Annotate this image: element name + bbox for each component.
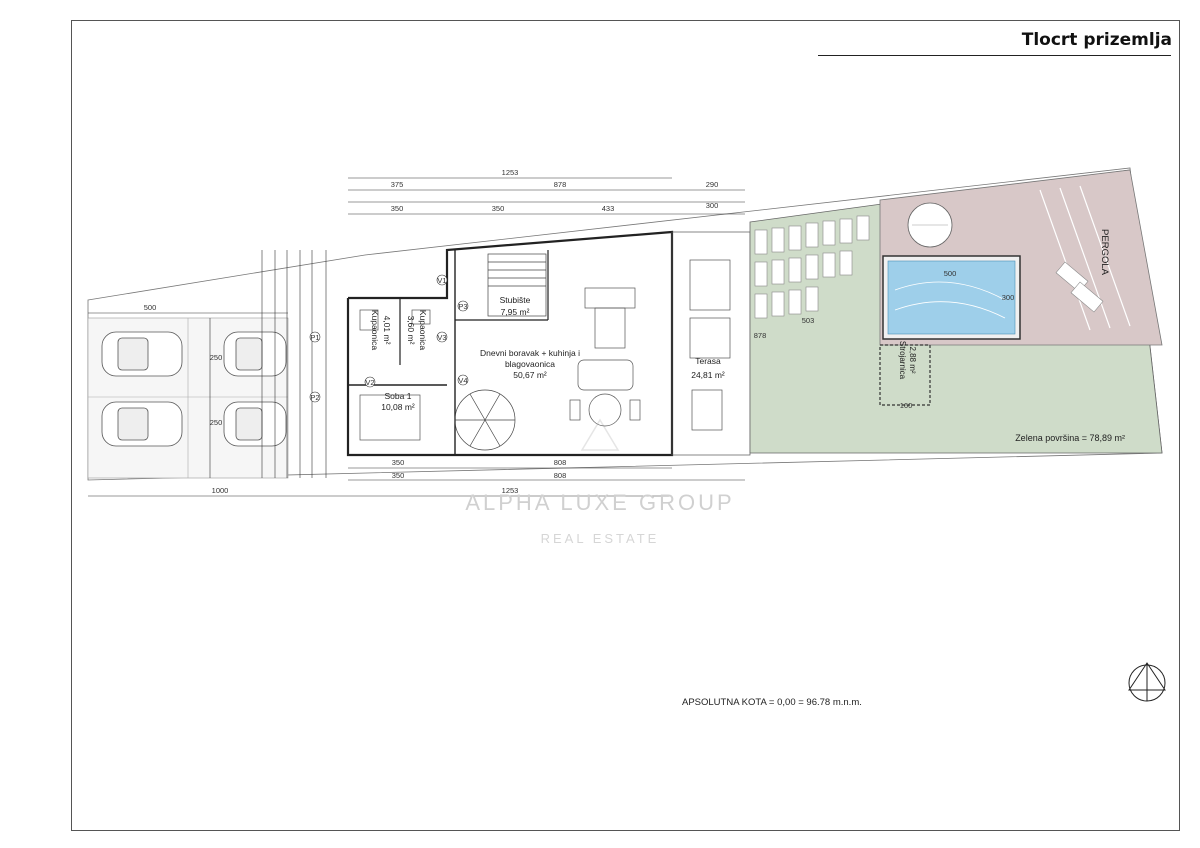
room-label: Kupaonica	[418, 310, 428, 350]
room-label: Kupaonica	[370, 310, 380, 350]
house-walls	[346, 230, 674, 457]
strojarnica	[879, 344, 931, 406]
parked-car	[223, 331, 287, 377]
room-area: 10,08 m²	[381, 402, 415, 412]
green-area-label: Zelena površina = 78,89 m²	[1015, 433, 1125, 443]
opening-tag-label: V1	[437, 276, 446, 285]
furniture	[359, 287, 641, 441]
parking-area	[87, 317, 289, 479]
dim-top-mid: 878	[554, 180, 567, 189]
watermark-text: ALPHA LUXE GROUP	[465, 490, 734, 515]
room-area: 4,01 m²	[382, 316, 392, 345]
room-label: Terasa	[695, 356, 721, 366]
drawing-title: Tlocrt prizemlja	[1021, 30, 1172, 50]
dim-row4: 350	[391, 204, 404, 213]
dim-strojarnica: 160	[900, 401, 913, 410]
dim-bottom1: 350	[392, 458, 405, 467]
dim-parking-depth1: 250	[210, 353, 223, 362]
paving-grid	[754, 215, 870, 319]
dim-parking-width: 500	[144, 303, 157, 312]
north-arrow-icon	[1128, 662, 1166, 702]
room-area: 2,88 m²	[908, 346, 917, 373]
room-label: Stubište	[500, 295, 531, 305]
dimension-lines	[88, 177, 745, 497]
parked-car	[101, 331, 183, 377]
stairs	[454, 253, 547, 451]
dim-bottom2: 350	[392, 471, 405, 480]
pergola-label: PERGOLA	[1099, 229, 1110, 276]
opening-tag-label: P3	[458, 302, 467, 311]
dim-row4: 350	[492, 204, 505, 213]
pergola-beams	[1039, 185, 1131, 331]
dim-garden-width: 503	[802, 316, 815, 325]
room-label: blagovaonica	[505, 359, 555, 369]
parked-car	[223, 401, 287, 447]
opening-tags	[309, 274, 469, 403]
room-label: Dnevni boravak + kuhinja i	[480, 348, 580, 358]
opening-tag-label: P2	[310, 393, 319, 402]
room-area: 7,95 m²	[501, 307, 530, 317]
opening-tag-label: V4	[458, 376, 467, 385]
watermark-subtext: REAL ESTATE	[541, 531, 660, 546]
watermark-logo	[580, 418, 620, 451]
dim-pool-width: 500	[944, 269, 957, 278]
room-area: 3,60 m²	[406, 316, 416, 345]
dim-bottom2: 808	[554, 471, 567, 480]
dim-bottom-parking: 1000	[212, 486, 229, 495]
dim-parking-depth2: 250	[210, 418, 223, 427]
opening-tag-label: P1	[310, 333, 319, 342]
dim-pool-depth: 300	[1002, 293, 1015, 302]
room-area: 24,81 m²	[691, 370, 725, 380]
sun-loungers	[1055, 261, 1104, 313]
dim-bottom1: 808	[554, 458, 567, 467]
opening-tag-label: V3	[437, 333, 446, 342]
terrace	[671, 231, 751, 456]
dim-bottom-total: 1253	[502, 486, 519, 495]
room-area: 50,67 m²	[513, 370, 547, 380]
opening-tag-label: V2	[365, 378, 374, 387]
parked-car	[101, 401, 183, 447]
apsolutna-kota-label: APSOLUTNA KOTA = 0,00 = 96.78 m.n.m.	[682, 697, 862, 708]
dim-top-right2: 300	[706, 201, 719, 210]
dim-top-total: 1253	[502, 168, 519, 177]
dim-row4: 433	[602, 204, 615, 213]
title-underline	[818, 55, 1171, 56]
room-label: Strojarnica	[898, 341, 907, 380]
dim-terrace-height: 878	[754, 331, 767, 340]
room-label: Soba 1	[385, 391, 412, 401]
dim-top-right: 290	[706, 180, 719, 189]
drawing-sheet-frame	[71, 20, 1180, 831]
dim-top-left: 375	[391, 180, 404, 189]
